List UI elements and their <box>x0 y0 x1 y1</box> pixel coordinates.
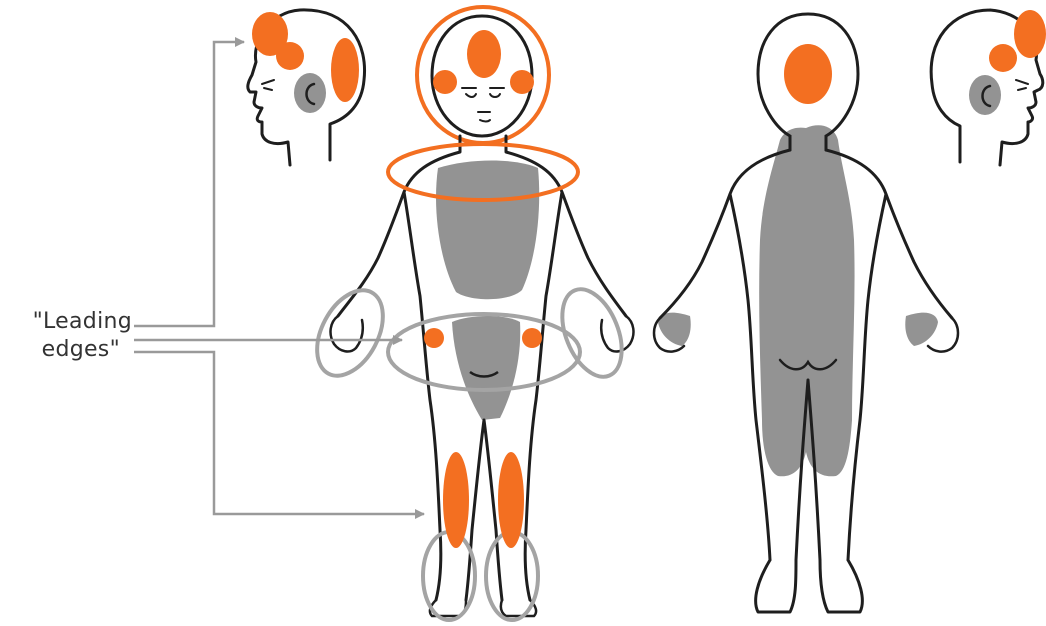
leading-edges-label-line2: edges" <box>0 336 132 364</box>
back-fill <box>759 125 854 476</box>
left-side-head <box>248 10 365 165</box>
right-hand-ring <box>551 281 634 386</box>
leading-edges-label-line1: "Leading <box>0 308 132 336</box>
connector-to-head <box>134 42 244 326</box>
front-body-figure <box>304 7 634 620</box>
ear-spot-left <box>294 73 326 113</box>
connector-to-shin <box>134 352 424 514</box>
hip-spot-left <box>424 328 444 348</box>
hip-spot-right <box>522 328 542 348</box>
chest-belly-fill <box>436 161 539 300</box>
back-body-figure <box>654 14 958 612</box>
groin-fill <box>452 316 520 420</box>
leading-edges-label: "Leading edges" <box>0 308 132 364</box>
ear-spot-right <box>969 75 1001 115</box>
shin-spot-left <box>443 452 469 548</box>
temple-spot-right <box>989 44 1017 72</box>
temple-spot-left <box>276 42 304 70</box>
leading-edges-connectors <box>134 42 424 514</box>
back-hand-fill-right <box>905 313 938 346</box>
front-face <box>462 88 504 122</box>
front-feet <box>430 600 536 616</box>
left-hand-ring <box>304 279 397 387</box>
back-hand-fill-left <box>658 313 691 346</box>
crown-spot-right <box>1014 10 1046 58</box>
right-side-head <box>931 10 1046 165</box>
cheek-spot-right <box>510 70 534 94</box>
left-head-eye <box>262 80 274 90</box>
shin-spot-right <box>498 452 524 548</box>
forehead-spot <box>467 30 501 78</box>
back-head-spot-left <box>331 38 359 102</box>
back-head-spot <box>784 44 832 104</box>
cheek-spot-left <box>433 70 457 94</box>
right-head-eye <box>1016 80 1028 90</box>
